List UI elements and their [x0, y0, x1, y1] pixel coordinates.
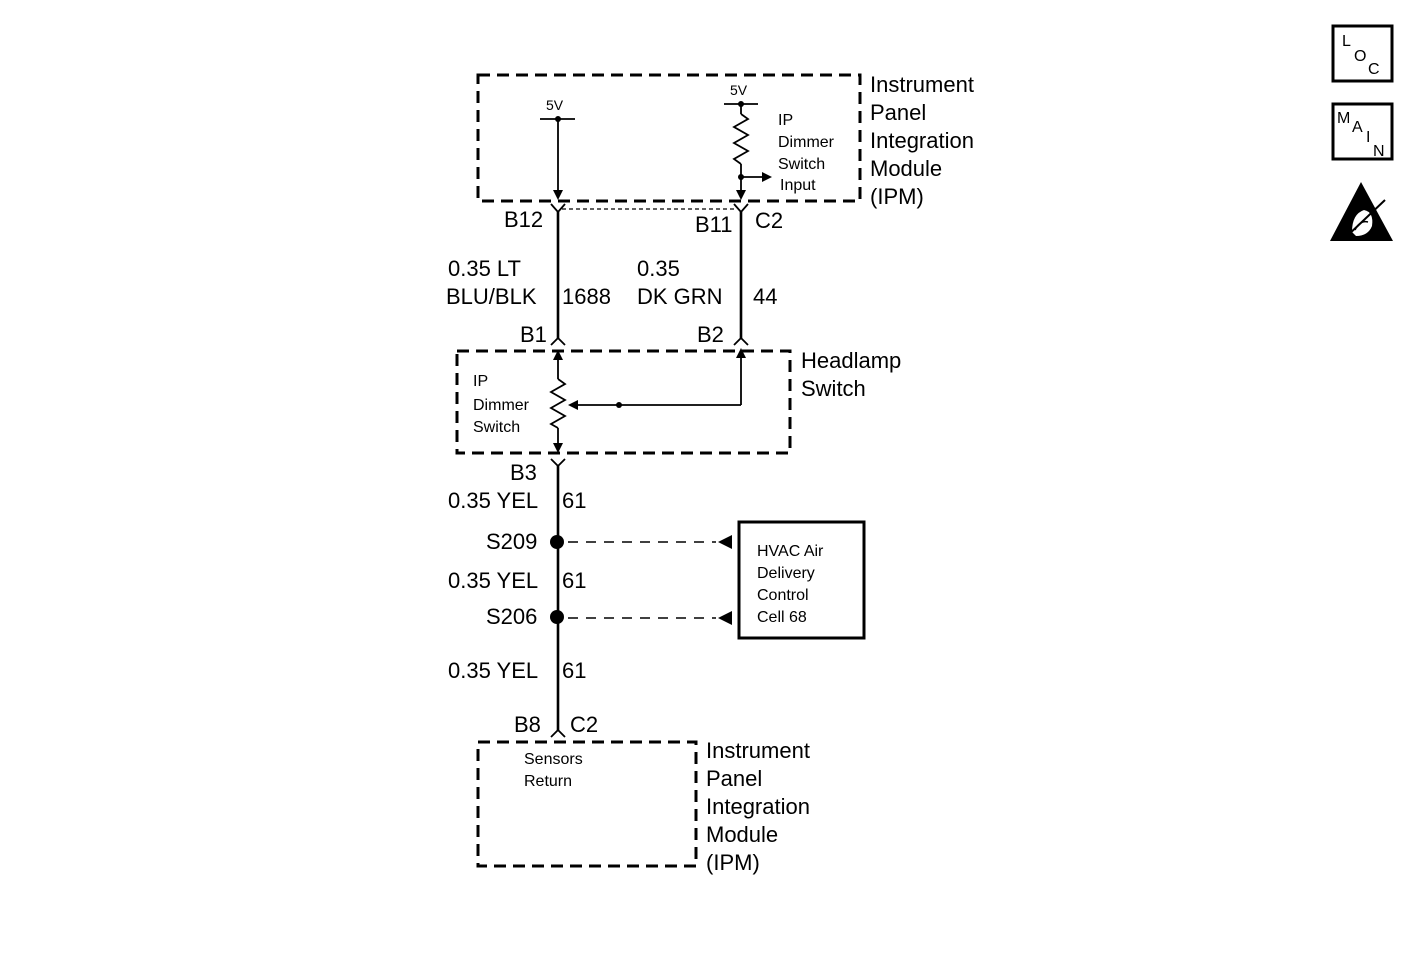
pin-b8-label: B8 — [514, 712, 541, 737]
wire-44-circuit: 44 — [753, 284, 777, 309]
wire-1688-circuit: 1688 — [562, 284, 611, 309]
wire-61: 0.35 YEL 61 0.35 YEL 61 0.35 YEL 61 — [448, 466, 586, 730]
ipm-bottom-module: B8 C2 Sensors Return Instrument Panel In… — [476, 712, 816, 875]
dimmer-potentiometer-icon — [549, 378, 567, 429]
loc-icon[interactable]: L O C — [1331, 24, 1394, 83]
ipm-top-input-label: IP Dimmer Switch Input — [778, 112, 838, 194]
wire-44-color: DK GRN — [637, 284, 723, 309]
voltage-label-right: 5V — [730, 82, 748, 98]
wire-44-size: 0.35 — [637, 256, 680, 281]
pin-b11-label: B11 — [695, 212, 733, 237]
svg-text:A: A — [1352, 119, 1363, 136]
wire-61-circuit-2: 61 — [562, 568, 586, 593]
svg-text:O: O — [1354, 48, 1366, 65]
wire-61-circuit-1: 61 — [562, 488, 586, 513]
ipm-top-module: Instrument Panel Integration Module (IPM… — [476, 72, 980, 237]
headlamp-switch-box — [455, 349, 792, 455]
svg-text:M: M — [1337, 110, 1350, 127]
headlamp-switch-name: Headlamp Switch — [801, 348, 907, 401]
wire-44: 0.35 DK GRN 44 — [637, 212, 777, 338]
ipm-top-5v-right: 5V IP Dimmer Switch Input — [724, 82, 838, 200]
wire-1688: 0.35 LT BLU/BLK 1688 — [446, 212, 611, 338]
svg-text:L: L — [1342, 33, 1351, 50]
headlamp-switch: B1 B2 Headlamp Switch IP Dimmer Switch B… — [455, 322, 907, 485]
connector-c2-bottom-label: C2 — [570, 712, 598, 737]
arrow-left-icon — [718, 535, 732, 549]
pin-b2-icon — [733, 336, 749, 346]
pin-b8-icon — [550, 728, 566, 738]
pin-b3-label: B3 — [510, 460, 537, 485]
pin-b12-label: B12 — [504, 207, 543, 232]
pin-b12-icon — [550, 203, 566, 214]
hvac-reference-box[interactable]: HVAC Air Delivery Control Cell 68 — [737, 520, 866, 640]
wire-61-label-2: 0.35 YEL — [448, 568, 538, 593]
hvac-box-label: HVAC Air Delivery Control Cell 68 — [757, 543, 828, 626]
ipm-bottom-name: Instrument Panel Integration Module (IPM… — [706, 738, 816, 875]
pullup-resistor-icon — [732, 113, 750, 165]
wire-1688-size: 0.35 LT — [448, 256, 521, 281]
pin-b11-icon — [733, 203, 749, 214]
wire-1688-color: BLU/BLK — [446, 284, 537, 309]
splice-s206: S206 — [486, 604, 732, 629]
splice-s209-label: S209 — [486, 529, 537, 554]
svg-text:C: C — [1368, 61, 1380, 78]
ipm-top-5v-left: 5V — [540, 97, 575, 200]
ip-dimmer-switch-label: IP Dimmer Switch — [473, 373, 533, 436]
esd-warning-icon — [1330, 182, 1393, 241]
pin-b3-icon — [550, 458, 566, 468]
ipm-top-box — [476, 73, 862, 203]
wire-61-label-3: 0.35 YEL — [448, 658, 538, 683]
svg-text:N: N — [1373, 143, 1385, 160]
splice-s206-label: S206 — [486, 604, 537, 629]
arrow-left-icon — [718, 611, 732, 625]
ipm-top-name: Instrument Panel Integration Module (IPM… — [870, 72, 980, 209]
sensors-return-label: Sensors Return — [524, 751, 587, 790]
pin-b1-icon — [550, 336, 566, 346]
wire-61-label-1: 0.35 YEL — [448, 488, 538, 513]
voltage-label-left: 5V — [546, 97, 564, 113]
pin-b1-label: B1 — [520, 322, 547, 347]
main-icon[interactable]: M A I N — [1331, 102, 1394, 161]
pin-b2-label: B2 — [697, 322, 724, 347]
splice-s209: S209 — [486, 529, 732, 554]
wire-61-circuit-3: 61 — [562, 658, 586, 683]
connector-c2-label: C2 — [755, 208, 783, 233]
svg-text:I: I — [1366, 129, 1370, 146]
